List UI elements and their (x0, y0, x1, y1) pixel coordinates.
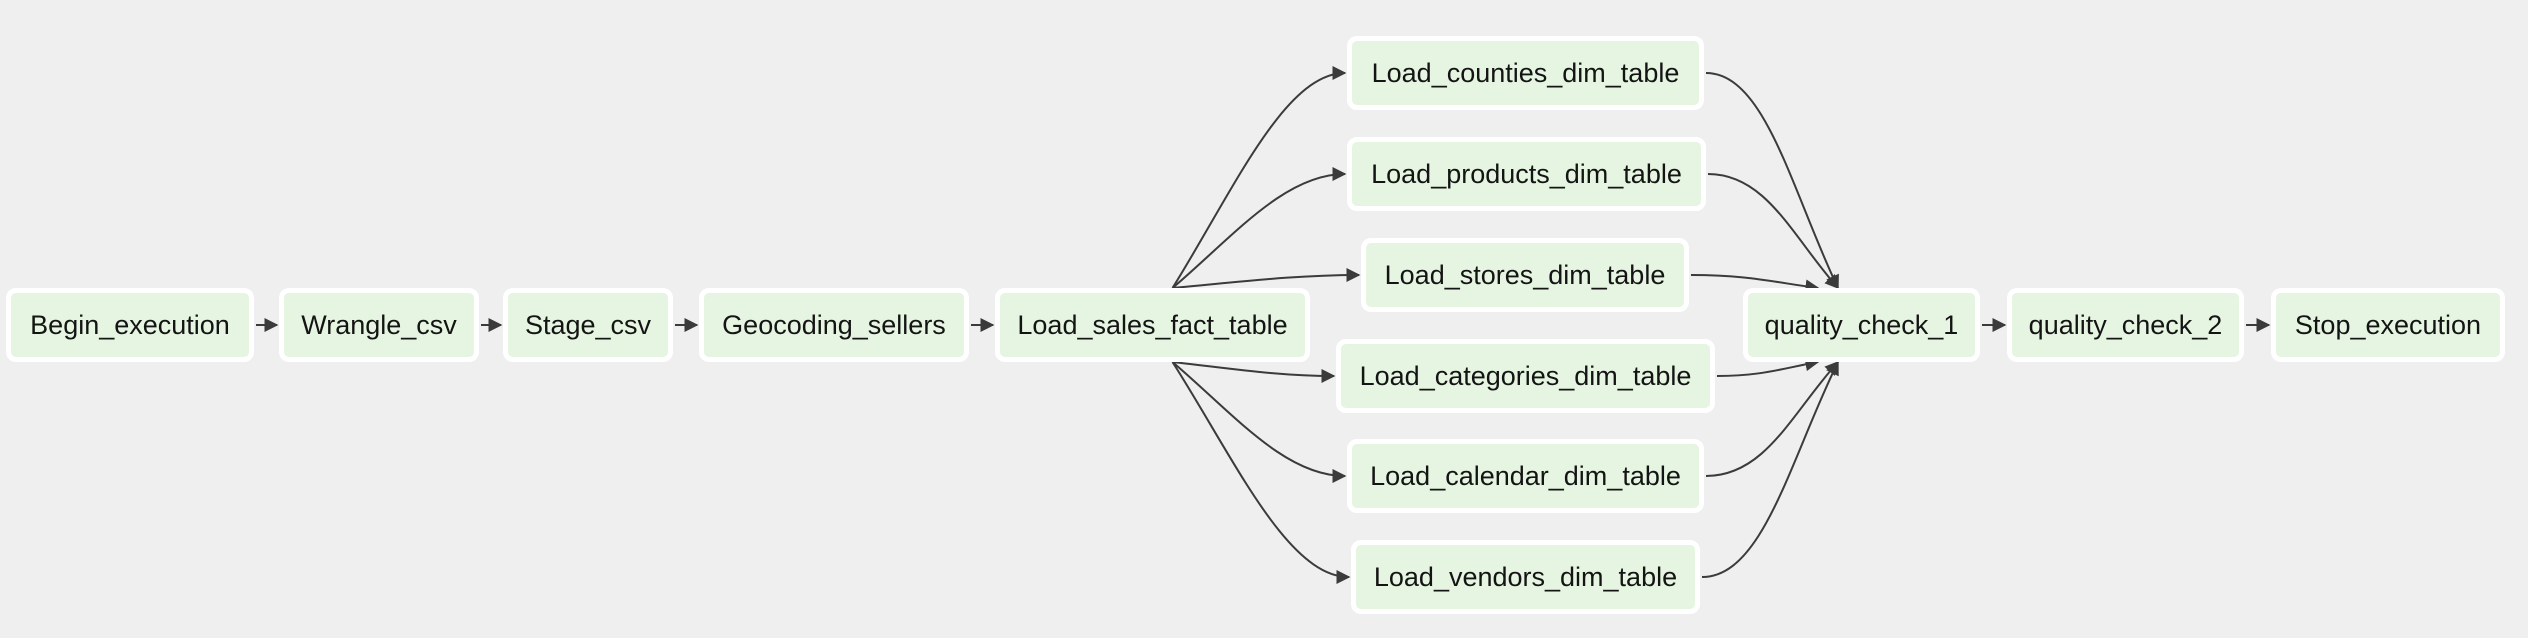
node-stage-csv[interactable]: Stage_csv (503, 288, 673, 362)
edge-load-sales-fact-table-to-load-calendar-dim-table (1171, 361, 1347, 483)
node-load-categories-dim-table[interactable]: Load_categories_dim_table (1336, 339, 1715, 413)
node-stop-execution[interactable]: Stop_execution (2271, 288, 2505, 362)
edge-load-sales-fact-table-to-load-stores-dim-table (1172, 268, 1361, 289)
edge-load-calendar-dim-table-to-quality-check-1 (1705, 360, 1839, 477)
edge-load-products-dim-table-to-quality-check-1 (1707, 173, 1839, 290)
node-quality-check-2[interactable]: quality_check_2 (2007, 288, 2244, 362)
edge-load-sales-fact-table-to-load-vendors-dim-table (1171, 361, 1351, 584)
node-load-vendors-dim-table[interactable]: Load_vendors_dim_table (1351, 540, 1700, 614)
edge-load-sales-fact-table-to-load-counties-dim-table (1171, 66, 1347, 289)
node-load-calendar-dim-table[interactable]: Load_calendar_dim_table (1347, 439, 1704, 513)
node-begin-execution[interactable]: Begin_execution (6, 288, 254, 362)
edge-load-stores-dim-table-to-quality-check-1 (1690, 274, 1820, 294)
node-load-stores-dim-table[interactable]: Load_stores_dim_table (1361, 238, 1689, 312)
node-load-counties-dim-table[interactable]: Load_counties_dim_table (1347, 36, 1704, 110)
edge-load-sales-fact-table-to-load-categories-dim-table (1172, 361, 1336, 383)
edge-load-categories-dim-table-to-quality-check-1 (1716, 357, 1820, 377)
node-load-products-dim-table[interactable]: Load_products_dim_table (1347, 137, 1706, 211)
edge-load-counties-dim-table-to-quality-check-1 (1705, 72, 1839, 290)
node-geocoding-sellers[interactable]: Geocoding_sellers (699, 288, 969, 362)
node-quality-check-1[interactable]: quality_check_1 (1743, 288, 1980, 362)
edge-load-vendors-dim-table-to-quality-check-1 (1701, 360, 1839, 578)
node-load-sales-fact-table[interactable]: Load_sales_fact_table (995, 288, 1310, 362)
edge-load-sales-fact-table-to-load-products-dim-table (1171, 167, 1347, 289)
node-wrangle-csv[interactable]: Wrangle_csv (279, 288, 479, 362)
